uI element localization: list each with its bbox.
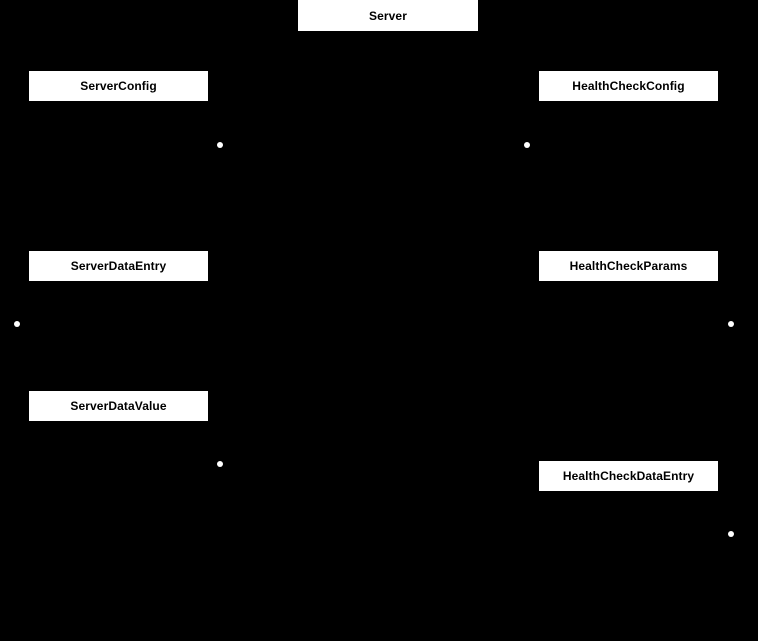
class-node-server-data-entry[interactable]: ServerDataEntry: [29, 251, 208, 281]
class-node-health-check-data-entry-label: HealthCheckDataEntry: [562, 469, 695, 483]
edge-endpoint-dot-icon-5: [217, 461, 223, 467]
class-node-server[interactable]: Server: [298, 0, 478, 31]
edge-endpoint-dot-icon-1: [217, 142, 223, 148]
edge-serverconfig-to-serverdataentry: [118, 101, 119, 251]
class-node-health-check-params[interactable]: HealthCheckParams: [539, 251, 718, 281]
class-node-server-label: Server: [369, 8, 407, 23]
class-node-server-data-entry-label: ServerDataEntry: [70, 259, 167, 273]
class-node-health-check-config-label: HealthCheckConfig: [572, 79, 685, 93]
edge-endpoint-dot-icon-6: [728, 531, 734, 537]
class-node-server-data-value-label: ServerDataValue: [70, 399, 167, 413]
edge-server-to-serverconfig: [118, 31, 119, 71]
edge-server-to-healthcheckconfig: [628, 31, 629, 71]
edge-healthcheckconfig-to-healthcheckparams: [628, 101, 629, 251]
class-node-server-config[interactable]: ServerConfig: [29, 71, 208, 101]
edge-server-horizontal-right: [478, 48, 628, 49]
class-node-server-data-value[interactable]: ServerDataValue: [29, 391, 208, 421]
class-node-health-check-params-label: HealthCheckParams: [569, 259, 688, 273]
edge-serverdataentry-to-serverdatavalue: [118, 281, 119, 391]
class-node-health-check-data-entry[interactable]: HealthCheckDataEntry: [539, 461, 718, 491]
edge-endpoint-dot-icon-3: [14, 321, 20, 327]
class-node-health-check-config[interactable]: HealthCheckConfig: [539, 71, 718, 101]
edge-server-horizontal-left: [118, 48, 298, 49]
edge-healthcheckparams-to-healthcheckdataentry: [628, 281, 629, 461]
class-node-server-config-label: ServerConfig: [80, 79, 157, 93]
edge-endpoint-dot-icon-2: [524, 142, 530, 148]
edge-endpoint-dot-icon-4: [728, 321, 734, 327]
